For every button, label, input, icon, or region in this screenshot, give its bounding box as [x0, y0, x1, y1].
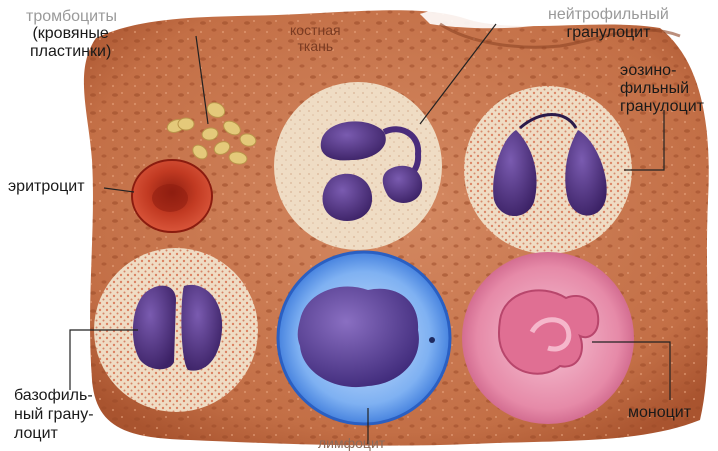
- eosinophil-label-line-1: эозино-: [620, 62, 718, 80]
- platelets-label: тромбоциты: [26, 8, 117, 25]
- bone-tissue-label-line-2: ткань: [290, 38, 341, 54]
- neutrophil-label-line-1: нейтрофильный: [548, 6, 669, 24]
- lymphocyte-cell: [278, 252, 450, 424]
- platelets-label-line-1: тромбоциты: [26, 8, 117, 25]
- eosinophil-label-line-3: гранулоцит: [620, 98, 718, 116]
- neutrophil-cell: [274, 82, 442, 250]
- eosinophil-label: эозино- фильный гранулоцит: [620, 62, 718, 116]
- monocyte-label: моноцит: [628, 404, 691, 421]
- basophil-label-line-1: базофиль-: [14, 386, 94, 405]
- monocyte-cell: [462, 252, 634, 424]
- basophil-label: базофиль- ный грану- лоцит: [14, 386, 94, 443]
- monocyte-label-text: моноцит: [628, 404, 691, 421]
- bone-tissue-label: костная ткань: [290, 22, 341, 54]
- erythrocyte-label: эритроцит: [8, 178, 85, 195]
- erythrocyte-cell: [132, 160, 212, 232]
- platelets-label-sub: (кровяные пластинки): [30, 25, 111, 61]
- neutrophil-label: нейтрофильный гранулоцит: [548, 6, 669, 42]
- lymphocyte-label: лимфоцит: [318, 436, 385, 451]
- basophil-label-line-2: ный грану-: [14, 405, 94, 424]
- erythrocyte-label-text: эритроцит: [8, 178, 85, 195]
- platelets-label-line-2: (кровяные: [30, 25, 111, 43]
- bone-tissue-label-line-1: костная: [290, 22, 341, 38]
- neutrophil-label-line-2: гранулоцит: [548, 24, 669, 42]
- eosinophil-label-line-2: фильный: [620, 80, 718, 98]
- basophil-label-line-3: лоцит: [14, 424, 94, 443]
- lymphocyte-label-text: лимфоцит: [318, 436, 385, 451]
- eosinophil-cell: [464, 86, 632, 254]
- platelets-label-line-3: пластинки): [30, 43, 111, 61]
